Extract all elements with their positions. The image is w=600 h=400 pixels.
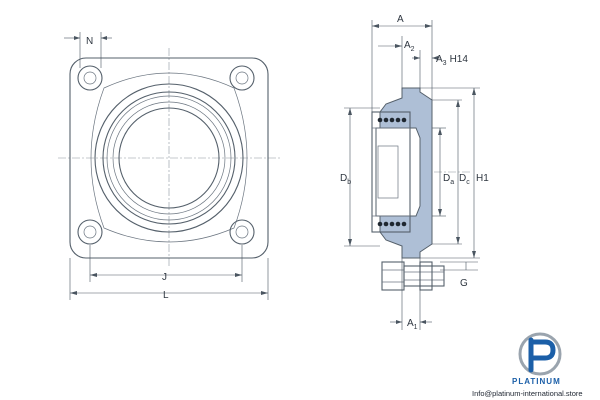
dimension-G-label: G (460, 278, 468, 289)
dimension-H1-label: H1 (476, 173, 489, 184)
brand-name: PLATINUM (512, 377, 561, 386)
bolt-hole-top-right (229, 65, 255, 91)
brand-url: Info@platinum-international.store (472, 389, 583, 398)
bearing-outer-ring (106, 95, 232, 221)
dimension-Da-label: Da (443, 173, 454, 186)
bearing-insert (371, 111, 411, 233)
balls-top (377, 117, 407, 123)
balls-bottom (377, 221, 407, 227)
bearing-inner-ring (112, 101, 226, 215)
bolt-hole-bottom-left (77, 219, 103, 245)
bore (118, 107, 220, 209)
housing-seat-ring (102, 91, 236, 225)
logo-p-mark (528, 337, 556, 373)
front-view: N J L (58, 32, 282, 301)
dimension-L-label: L (163, 290, 169, 301)
dimension-J-label: J (162, 272, 167, 283)
platinum-logo: PLATINUM Info@platinum-international.sto… (472, 332, 583, 398)
dimension-A-label: A (397, 14, 404, 25)
inner-ring (377, 145, 399, 199)
dimension-A2-label: A2 (404, 40, 415, 53)
bolt-hole-bottom-right (229, 219, 255, 245)
flange-outline (69, 57, 269, 259)
bolt (381, 261, 445, 291)
housing-outer-ring (94, 83, 244, 233)
dimension-Db-label: Db (340, 173, 351, 186)
logo-ring (518, 332, 562, 376)
dimension-A1-label: A1 (407, 318, 418, 331)
bolt-hole-top-left (77, 65, 103, 91)
dimension-N-label: N (86, 36, 93, 47)
housing-boss (90, 72, 248, 243)
dimension-Dc-label: Dc (459, 173, 470, 186)
